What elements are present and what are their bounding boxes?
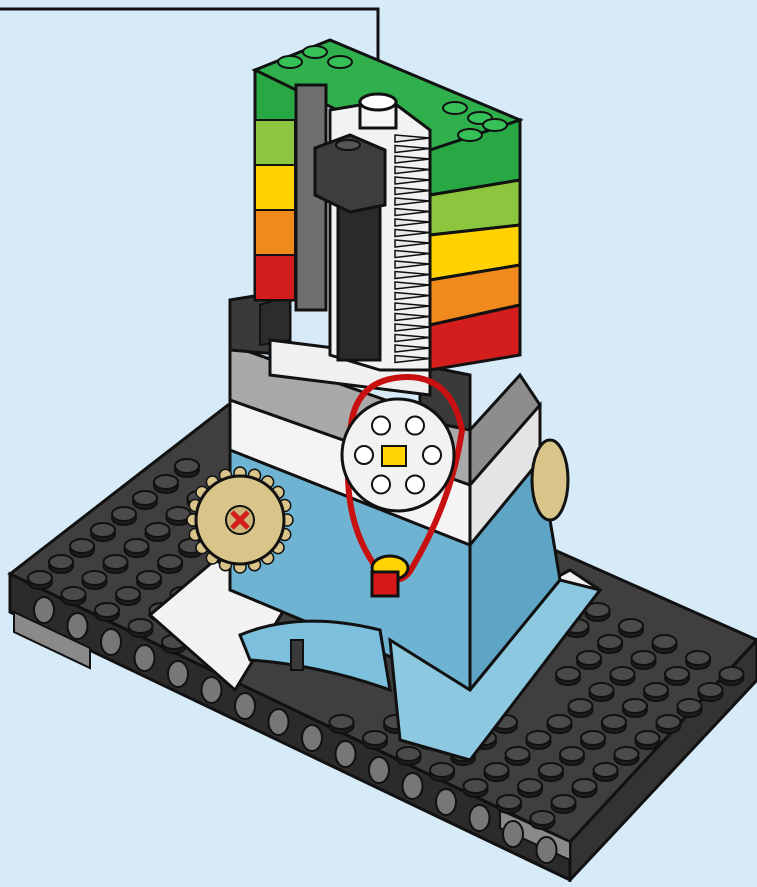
stud xyxy=(594,763,618,781)
stud xyxy=(623,699,647,717)
technic-hole xyxy=(269,709,289,735)
stud xyxy=(146,523,170,541)
technic-hole xyxy=(369,757,389,783)
stud xyxy=(619,619,643,637)
stud xyxy=(95,603,119,621)
stud xyxy=(699,683,723,701)
stud xyxy=(363,731,387,749)
stud xyxy=(137,571,161,589)
stud xyxy=(175,459,199,477)
stud xyxy=(278,56,302,68)
stud xyxy=(443,102,467,114)
tan-gear-right xyxy=(532,440,568,520)
technic-hole xyxy=(470,805,490,831)
top-plunger xyxy=(360,94,396,128)
technic-hole xyxy=(135,645,155,671)
stud xyxy=(548,715,572,733)
technic-hole xyxy=(403,773,423,799)
stud xyxy=(91,523,115,541)
stud xyxy=(506,747,530,765)
stud xyxy=(590,683,614,701)
technic-hole xyxy=(34,597,54,623)
stud xyxy=(527,731,551,749)
stud xyxy=(577,651,601,669)
stud xyxy=(653,635,677,653)
stud xyxy=(598,635,622,653)
stud xyxy=(458,129,482,141)
technic-hole xyxy=(336,741,356,767)
stud xyxy=(518,779,542,797)
technic-hole xyxy=(202,677,222,703)
stud xyxy=(632,651,656,669)
stud xyxy=(328,56,352,68)
stud xyxy=(665,667,689,685)
stud xyxy=(615,747,639,765)
stud xyxy=(430,763,454,781)
stud xyxy=(83,571,107,589)
stud xyxy=(28,571,52,589)
stud xyxy=(539,763,563,781)
technic-hole xyxy=(436,789,456,815)
stud xyxy=(569,699,593,717)
technic-hole xyxy=(101,629,121,655)
technic-hole xyxy=(537,837,557,863)
stud xyxy=(303,46,327,58)
stud xyxy=(464,779,488,797)
stud xyxy=(158,555,182,573)
stud xyxy=(497,795,521,813)
stud xyxy=(611,667,635,685)
stud xyxy=(62,587,86,605)
stud xyxy=(556,667,580,685)
stud xyxy=(560,747,584,765)
right-meter-column xyxy=(430,120,520,370)
stud xyxy=(644,683,668,701)
stud xyxy=(602,715,626,733)
technic-hole xyxy=(68,613,88,639)
stud xyxy=(125,539,149,557)
red-axle-end xyxy=(372,572,398,596)
dark-slide-bar xyxy=(338,190,380,360)
yellow-axle-connector xyxy=(382,446,406,466)
stud xyxy=(104,555,128,573)
stud xyxy=(129,619,153,637)
stud xyxy=(636,731,660,749)
stud xyxy=(581,731,605,749)
stud xyxy=(657,715,681,733)
stud xyxy=(483,119,507,131)
stud xyxy=(573,779,597,797)
technic-hole xyxy=(235,693,255,719)
stud xyxy=(116,587,140,605)
stud xyxy=(485,763,509,781)
technic-hole xyxy=(503,821,523,847)
stud xyxy=(720,667,744,685)
technic-hole xyxy=(302,725,322,751)
technic-hole xyxy=(168,661,188,687)
left-meter-column xyxy=(255,55,300,300)
stud xyxy=(133,491,157,509)
stud xyxy=(112,507,136,525)
stud xyxy=(154,475,178,493)
stud xyxy=(678,699,702,717)
stud xyxy=(531,811,555,829)
stud xyxy=(397,747,421,765)
stud xyxy=(686,651,710,669)
stud xyxy=(49,555,73,573)
stud xyxy=(70,539,94,557)
stud xyxy=(552,795,576,813)
stud xyxy=(330,715,354,733)
